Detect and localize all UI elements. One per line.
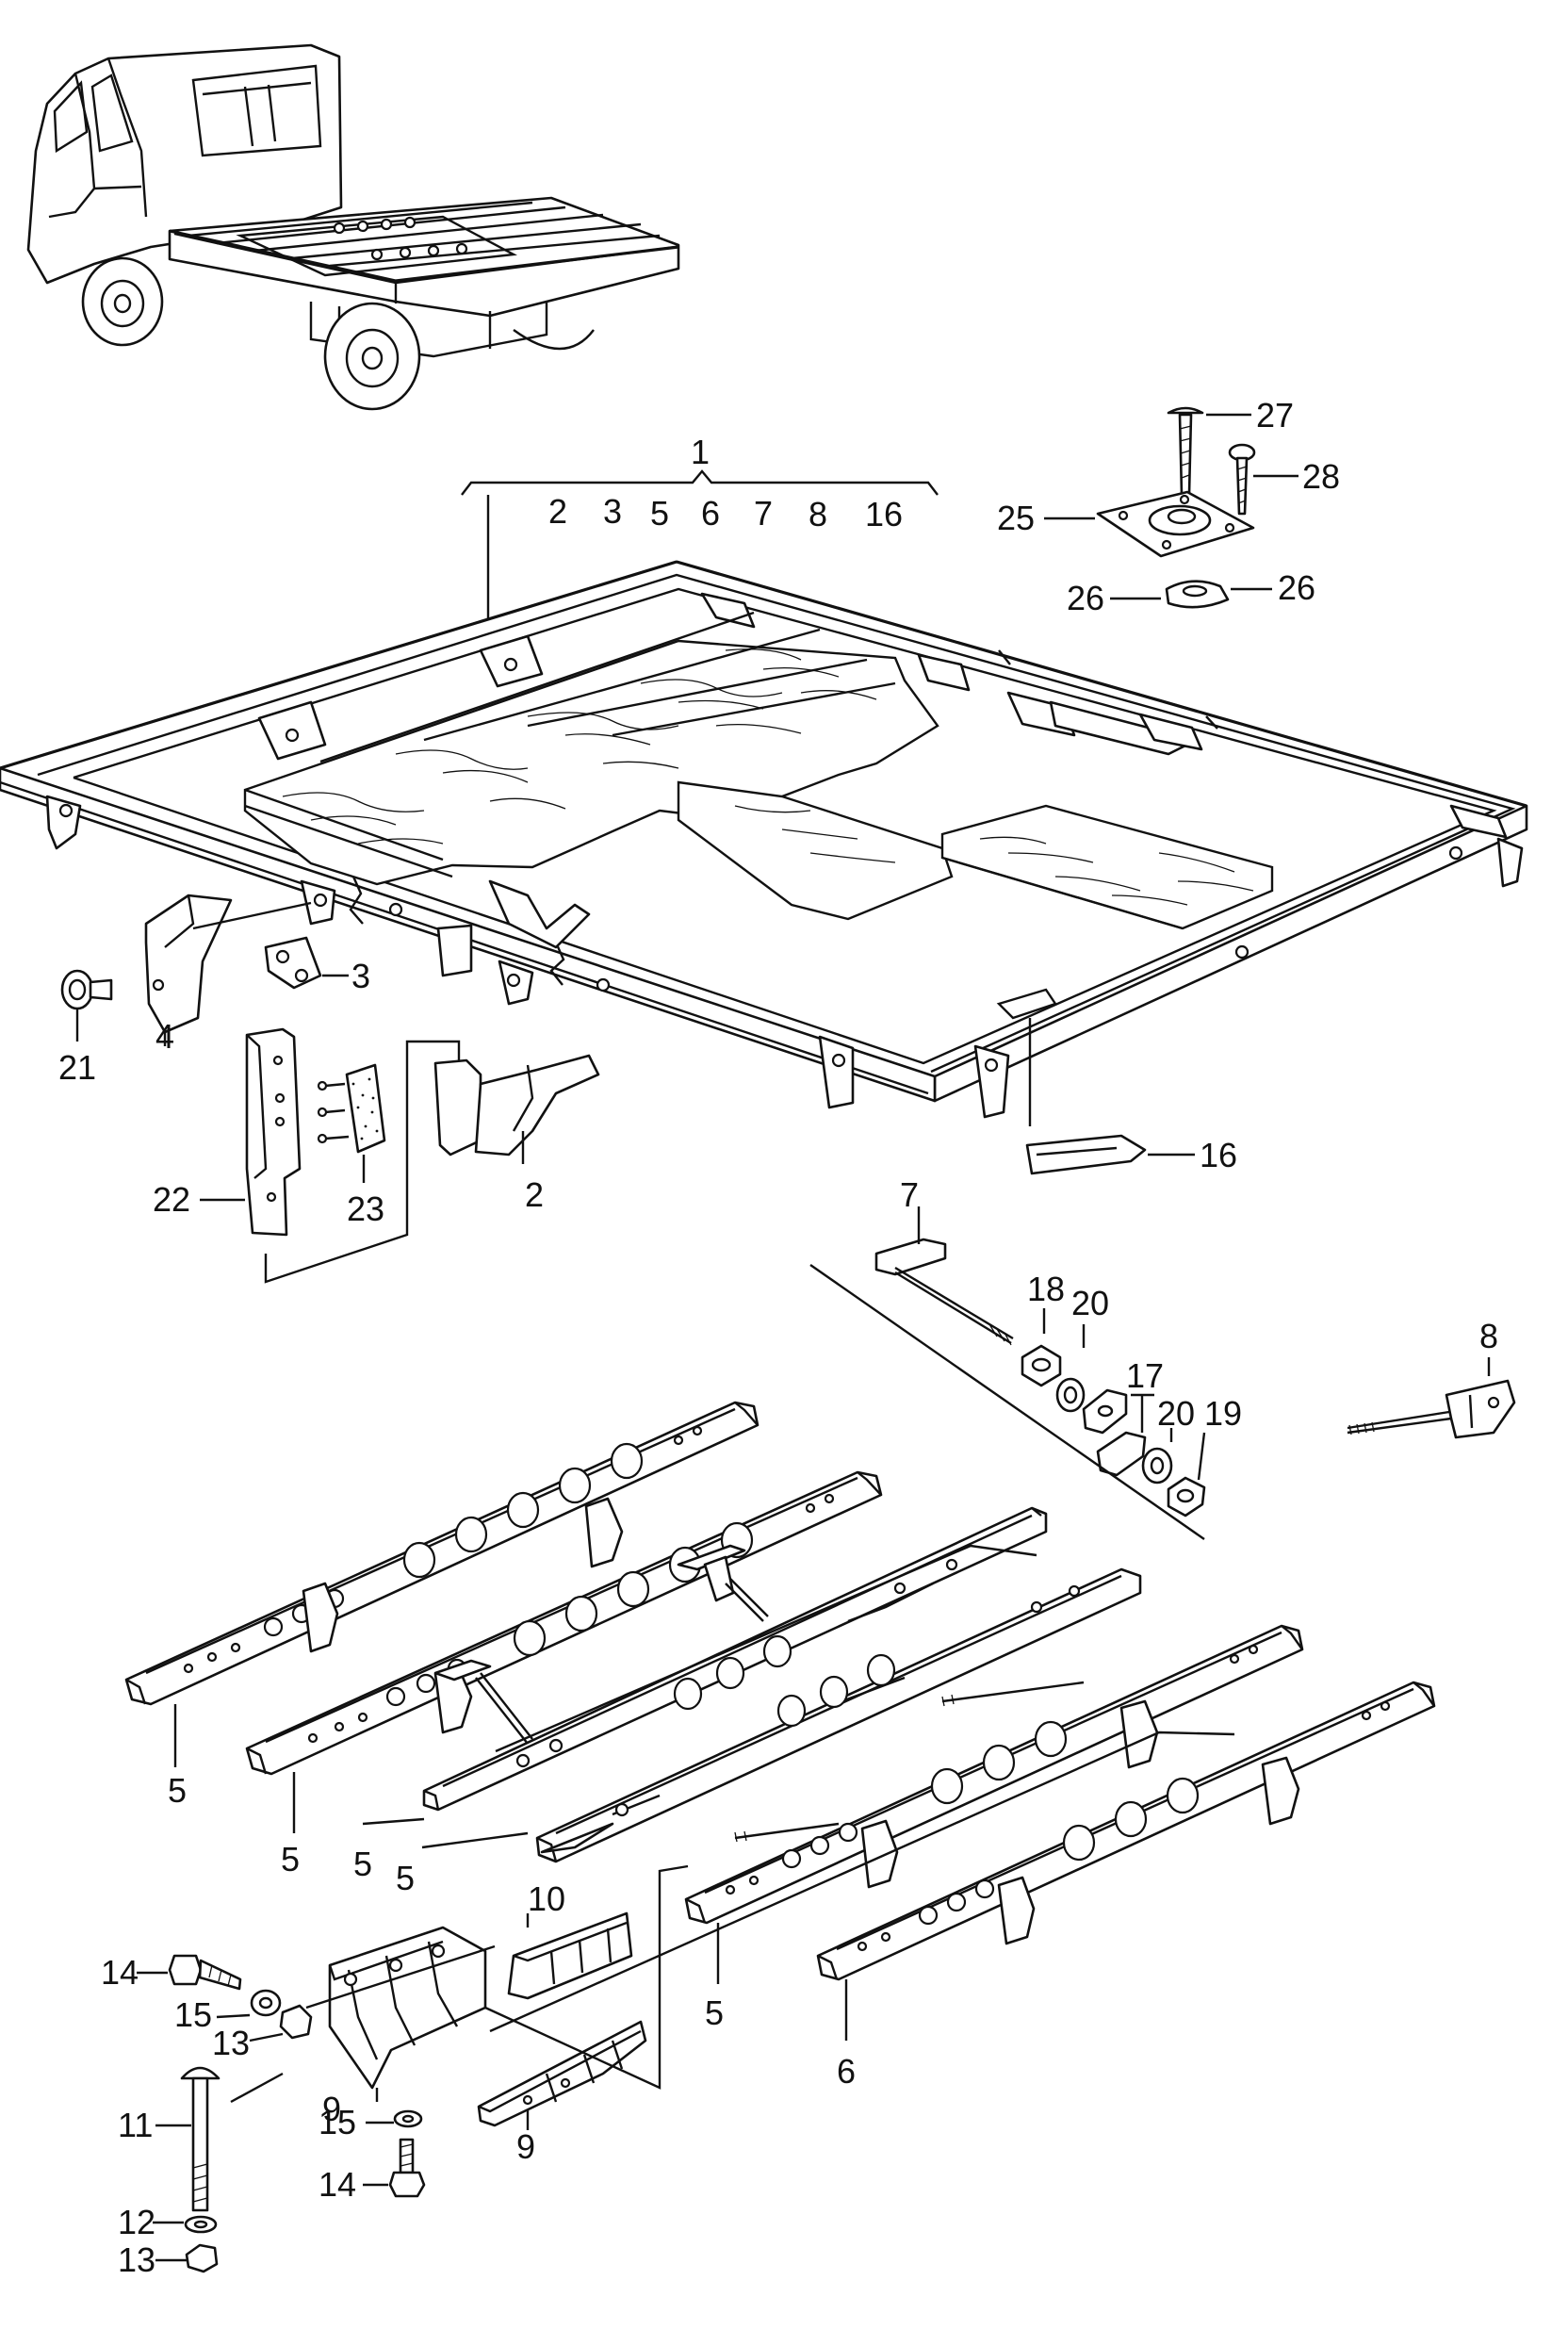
- callout-2-small: 2: [525, 1175, 544, 1214]
- callout-6: 6: [701, 494, 720, 533]
- callout-15-lower: 15: [318, 2103, 356, 2141]
- callout-7-part: 7: [900, 1175, 919, 1214]
- platform-frame: [0, 560, 1528, 1119]
- fasteners-25-28: 27 28 25 26 26: [997, 396, 1340, 617]
- callout-5: 5: [650, 494, 669, 533]
- callout-10: 10: [528, 1879, 565, 1918]
- callout-9-upper: 9: [322, 2090, 341, 2128]
- callout-1: 1: [691, 433, 710, 471]
- callout-20-top: 20: [1071, 1284, 1109, 1322]
- callout-3-small: 3: [351, 957, 370, 995]
- callout-19: 19: [1204, 1394, 1242, 1433]
- callout-5-a: 5: [168, 1771, 187, 1810]
- small-parts-left: 4 21 3 22 23: [58, 894, 600, 1284]
- callout-20-bottom: 20: [1157, 1394, 1195, 1433]
- callout-5-d: 5: [396, 1859, 415, 1897]
- wood-floor: [243, 611, 1274, 930]
- callout-8-part: 8: [1479, 1317, 1498, 1355]
- callout-group-1: 1 2 3 5 6 7 8 16: [461, 433, 939, 627]
- callout-23: 23: [347, 1189, 384, 1228]
- part-16: 16: [1025, 1018, 1237, 1175]
- callout-6-beam: 6: [837, 2052, 856, 2091]
- callout-12: 12: [118, 2203, 155, 2241]
- callout-5-b: 5: [281, 1840, 300, 1878]
- beams: 5 5 5: [124, 1401, 1436, 2091]
- tie-rod-7: 7 18 20 17 20 19: [809, 1175, 1242, 1540]
- callout-16-part: 16: [1200, 1136, 1237, 1174]
- callout-5-c: 5: [353, 1845, 372, 1883]
- callout-18: 18: [1027, 1270, 1065, 1308]
- callout-14-upper: 14: [101, 1953, 139, 1992]
- callout-2: 2: [548, 492, 567, 531]
- callout-25: 25: [997, 499, 1035, 537]
- callout-4: 4: [155, 1017, 174, 1056]
- callout-22: 22: [153, 1180, 190, 1219]
- tie-rod-8: 8: [1347, 1317, 1516, 1439]
- callout-26-left: 26: [1067, 579, 1104, 617]
- callout-16: 16: [865, 495, 903, 533]
- callout-15-upper: 15: [174, 1995, 212, 2034]
- callout-5-e: 5: [705, 1993, 724, 2032]
- callout-28: 28: [1302, 457, 1340, 496]
- callout-13-lower: 13: [118, 2240, 155, 2279]
- callout-14-lower: 14: [318, 2165, 356, 2204]
- callout-11: 11: [118, 2106, 153, 2144]
- callout-27: 27: [1256, 396, 1294, 435]
- callout-9-lower: 9: [516, 2127, 535, 2166]
- brackets-and-bolts: 9 10 9 14 15 13: [101, 1864, 689, 2279]
- callout-17: 17: [1126, 1356, 1164, 1395]
- callout-3: 3: [603, 492, 622, 531]
- callout-21: 21: [58, 1048, 96, 1087]
- callout-7: 7: [754, 494, 773, 533]
- callout-13-upper: 13: [212, 2024, 250, 2062]
- callout-8: 8: [808, 495, 827, 533]
- callout-26-right: 26: [1278, 568, 1315, 607]
- truck-illustration: [26, 43, 680, 411]
